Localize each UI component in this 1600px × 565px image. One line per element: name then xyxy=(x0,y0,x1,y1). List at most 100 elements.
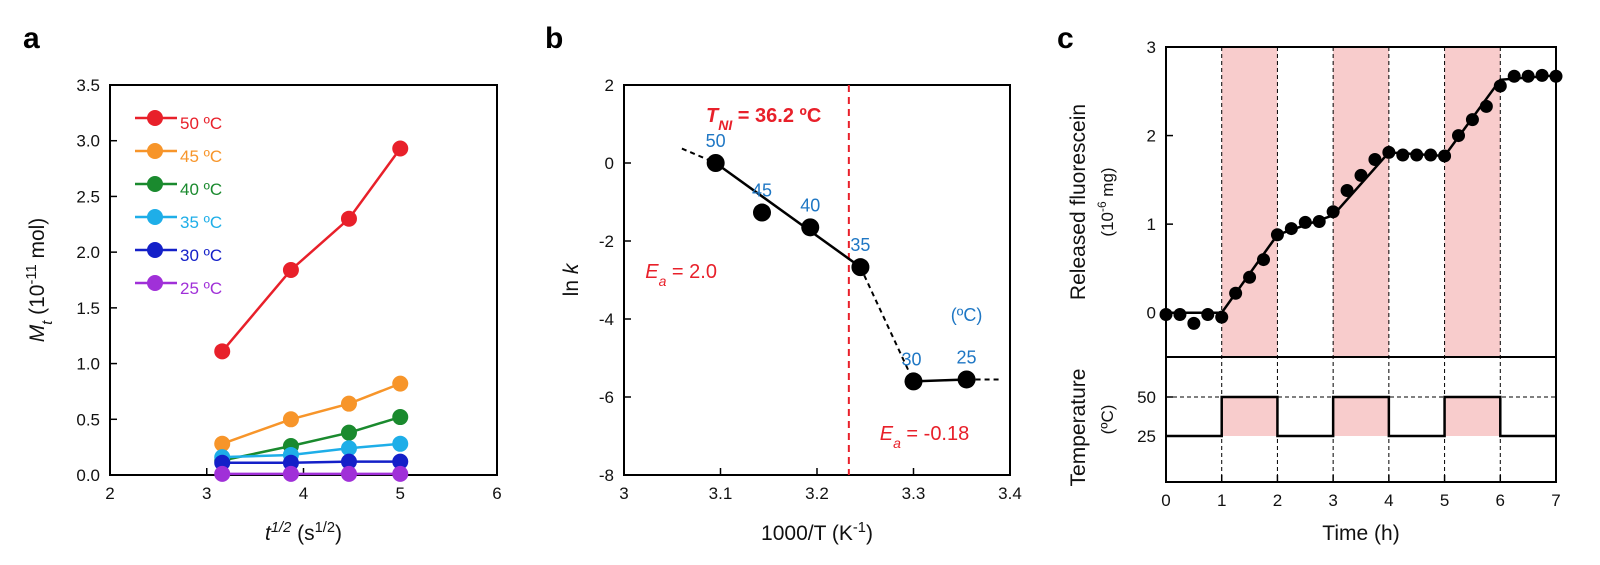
data-point xyxy=(340,465,357,482)
data-point xyxy=(957,370,976,389)
unit-note: (ºC) xyxy=(951,305,983,325)
y-tick-label: -8 xyxy=(599,466,614,485)
panel-b-letter: b xyxy=(545,22,563,55)
y-tick-label: 1 xyxy=(1147,215,1156,234)
data-point xyxy=(1535,68,1549,82)
y-tick-label: 3.0 xyxy=(76,132,100,151)
data-point xyxy=(904,372,923,391)
data-point xyxy=(1298,215,1312,229)
data-point xyxy=(282,411,299,428)
x-tick-label: 2 xyxy=(1273,491,1282,510)
data-point xyxy=(1187,316,1201,330)
data-point xyxy=(214,435,231,452)
y-axis-label: Mt (10-11 mol) xyxy=(24,218,56,343)
data-point xyxy=(1270,228,1284,242)
legend-label: 40 ºC xyxy=(180,180,222,199)
data-point xyxy=(801,218,820,237)
y-tick-label: 1.0 xyxy=(76,355,100,374)
data-point xyxy=(1396,148,1410,162)
heating-band-temp xyxy=(1444,397,1501,436)
y-tick-label: 0.0 xyxy=(76,466,100,485)
y-tick-label: 3 xyxy=(1147,38,1156,57)
data-point xyxy=(1368,152,1382,166)
series-line xyxy=(221,147,402,353)
legend-label: 50 ºC xyxy=(180,114,222,133)
y-axis-label-top: Released fluorescein xyxy=(1067,104,1090,300)
x-tick-label: 4 xyxy=(299,484,308,503)
x-tick-label: 3 xyxy=(1328,491,1337,510)
point-label: 30 xyxy=(901,349,921,369)
series-line xyxy=(221,382,401,445)
data-point xyxy=(1549,69,1563,83)
x-tick-label: 3.2 xyxy=(805,484,829,503)
legend-label: 35 ºC xyxy=(180,213,222,232)
data-point xyxy=(1229,286,1243,300)
y-tick-label: 0 xyxy=(1147,304,1156,323)
data-point xyxy=(706,154,725,172)
y-axis-unit-top: (10-6 mg) xyxy=(1095,167,1117,236)
data-point xyxy=(214,343,231,360)
data-point xyxy=(340,453,357,470)
legend-marker xyxy=(147,242,163,258)
plot-frame xyxy=(1165,46,1557,483)
x-axis-label: t1/2 (s1/2) xyxy=(265,520,342,545)
legend-marker xyxy=(147,110,163,126)
y-tick-label: 2.0 xyxy=(76,243,100,262)
legend-marker xyxy=(147,209,163,225)
temperature-profile xyxy=(1166,395,1556,438)
fit-line-high xyxy=(714,161,862,269)
data-point xyxy=(1507,69,1521,83)
data-point xyxy=(1312,214,1326,228)
ea-high-annotation: Ea = 2.0 xyxy=(645,261,717,289)
data-point xyxy=(282,465,299,482)
point-label: 25 xyxy=(957,347,977,367)
y-axis-unit-bottom: (ºC) xyxy=(1098,405,1117,435)
y-axis-label: ln k xyxy=(560,262,583,296)
legend-marker xyxy=(147,143,163,159)
x-tick-label: 3.1 xyxy=(709,484,733,503)
data-point xyxy=(1521,69,1535,83)
data-point xyxy=(1438,149,1452,163)
data-point xyxy=(1326,205,1340,219)
point-label: 45 xyxy=(752,181,772,201)
x-axis-label: Time (h) xyxy=(1322,522,1399,545)
y-tick-label: 0.5 xyxy=(76,410,100,429)
data-point xyxy=(1173,307,1187,321)
data-point xyxy=(1493,79,1507,93)
panel-c-letter: c xyxy=(1057,22,1074,55)
data-point xyxy=(1465,113,1479,127)
y-tick-label: 2 xyxy=(605,76,614,95)
panel-a-letter: a xyxy=(23,22,40,55)
x-tick-label: 3 xyxy=(619,484,628,503)
heating-band-temp xyxy=(1333,397,1389,436)
data-point xyxy=(214,465,231,482)
fit-transition xyxy=(859,266,915,382)
y-tick-label: -2 xyxy=(599,232,614,251)
y-tick-label: 1.5 xyxy=(76,299,100,318)
x-tick-label: 5 xyxy=(1440,491,1449,510)
data-point xyxy=(1243,270,1257,284)
heating-band xyxy=(1444,47,1501,357)
data-point xyxy=(1452,129,1465,143)
series-line xyxy=(222,460,401,464)
x-tick-label: 1 xyxy=(1217,491,1226,510)
ea-low-annotation: Ea = -0.18 xyxy=(880,423,970,451)
heating-band-temp xyxy=(1221,397,1278,436)
y-tick-label: 2 xyxy=(1147,127,1156,146)
data-point xyxy=(282,261,299,278)
data-point xyxy=(392,435,409,452)
data-point xyxy=(392,465,409,482)
data-point xyxy=(1382,145,1396,159)
x-tick-label: 2 xyxy=(105,484,114,503)
data-point xyxy=(752,203,771,222)
series-line xyxy=(222,442,401,459)
y-tick-label: -6 xyxy=(599,388,614,407)
data-point xyxy=(1257,253,1270,267)
data-point xyxy=(1424,148,1438,162)
y-tick-label: 50 xyxy=(1137,388,1156,407)
y-tick-label: -4 xyxy=(599,310,614,329)
